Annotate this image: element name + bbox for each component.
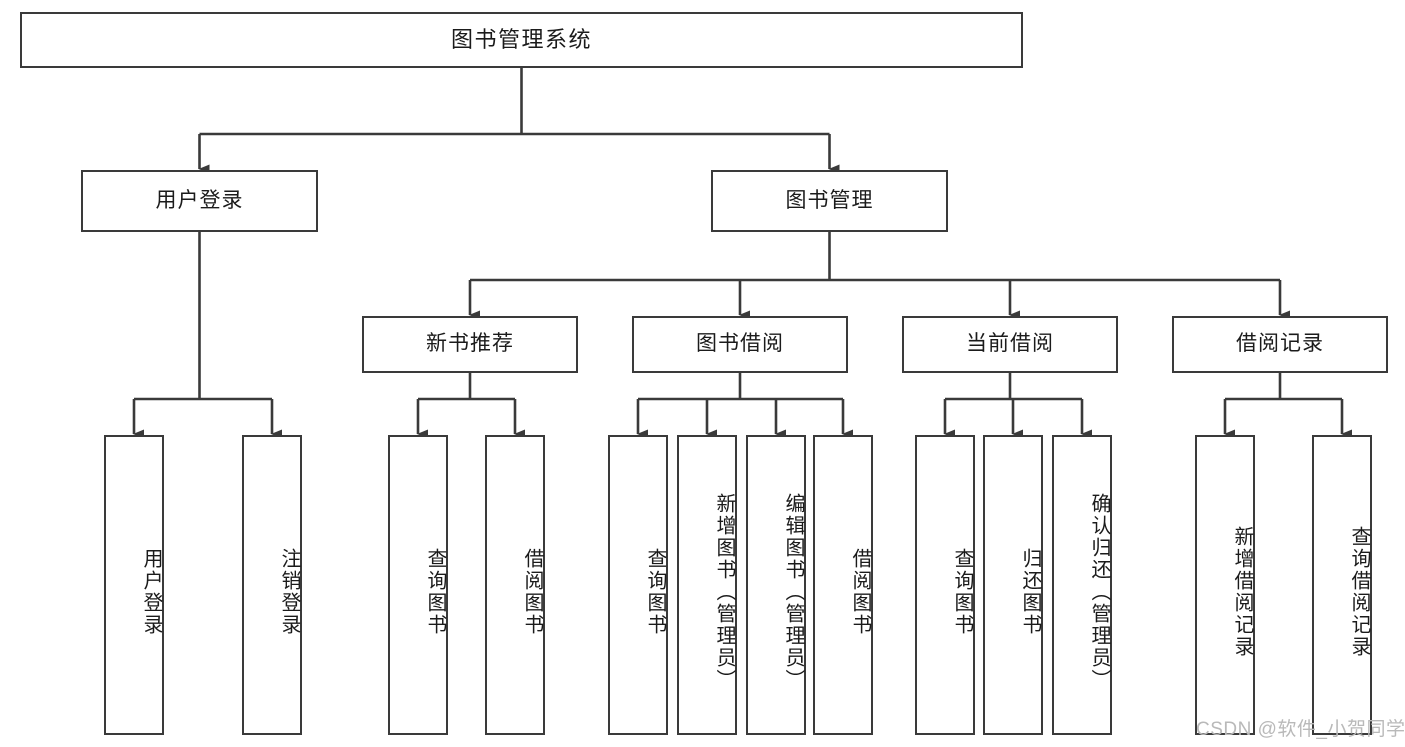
node-label: 新书推荐 [426,332,514,356]
node-label: 新增借阅记录 [1231,526,1253,658]
node-label: 编辑图书（管理员） [782,493,804,691]
node-label: 注销登录 [278,548,300,636]
node-label: 查询图书 [424,548,446,636]
node-label: 查询图书 [644,548,666,636]
node-leaf-query-rec[interactable]: 查询借阅记录 [1312,435,1372,735]
node-label: 图书管理 [785,188,874,212]
node-user-login[interactable]: 用户登录 [81,170,318,232]
node-label: 借阅图书 [849,548,871,636]
node-leaf-query-1[interactable]: 查询图书 [388,435,448,735]
node-label: 用户登录 [155,188,244,212]
node-book-borrow[interactable]: 图书借阅 [632,316,848,373]
node-label: 确认归还（管理员） [1088,493,1110,691]
node-leaf-query-2[interactable]: 查询图书 [608,435,668,735]
node-label: 当前借阅 [966,332,1054,356]
node-leaf-query-3[interactable]: 查询图书 [915,435,975,735]
node-label: 图书管理系统 [450,27,592,53]
node-new-book-rec[interactable]: 新书推荐 [362,316,578,373]
node-label: 查询借阅记录 [1348,526,1370,658]
node-label: 用户登录 [140,548,162,636]
node-leaf-confirm[interactable]: 确认归还（管理员） [1052,435,1112,735]
node-borrow-record[interactable]: 借阅记录 [1172,316,1388,373]
node-leaf-return[interactable]: 归还图书 [983,435,1043,735]
node-label: 新增图书（管理员） [713,493,735,691]
node-leaf-borrow-1[interactable]: 借阅图书 [485,435,545,735]
node-leaf-add-rec[interactable]: 新增借阅记录 [1195,435,1255,735]
node-leaf-user-login[interactable]: 用户登录 [104,435,164,735]
node-book-manage[interactable]: 图书管理 [711,170,948,232]
node-label: 图书借阅 [696,332,784,356]
node-leaf-logout[interactable]: 注销登录 [242,435,302,735]
node-leaf-edit-book[interactable]: 编辑图书（管理员） [746,435,806,735]
node-current-borrow[interactable]: 当前借阅 [902,316,1118,373]
node-label: 借阅图书 [521,548,543,636]
node-label: 查询图书 [951,548,973,636]
node-label: 归还图书 [1019,548,1041,636]
node-label: 借阅记录 [1236,332,1324,356]
watermark-text: CSDN @软件_小贺同学 [1196,719,1405,740]
node-leaf-add-book[interactable]: 新增图书（管理员） [677,435,737,735]
node-root[interactable]: 图书管理系统 [20,12,1023,68]
node-leaf-borrow-2[interactable]: 借阅图书 [813,435,873,735]
